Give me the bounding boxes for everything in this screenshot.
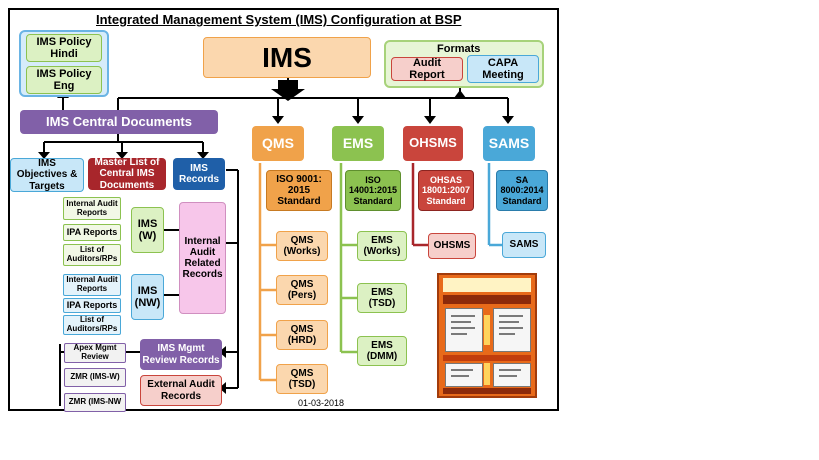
nw-ipa-reports[interactable]: IPA Reports [63,298,121,313]
ems-dmm[interactable]: EMS (DMM) [357,336,407,366]
master-list-central-docs[interactable]: Master List of Central IMS Documents [88,157,166,191]
qms-hrd[interactable]: QMS (HRD) [276,320,328,350]
external-audit-records[interactable]: External Audit Records [140,375,222,406]
w-internal-audit-reports[interactable]: Internal Audit Reports [63,197,121,220]
certificate-image [493,363,531,387]
poster-subheader [443,295,531,304]
zmr-ims-w[interactable]: ZMR (IMS-W) [64,368,126,387]
certificate-image [445,308,483,352]
poster-divider [484,315,490,345]
audit-report-format[interactable]: Audit Report [391,57,463,81]
apex-mgmt-review[interactable]: Apex Mgmt Review [64,343,126,363]
ems-header[interactable]: EMS [332,126,384,161]
ims-policy-eng[interactable]: IMS Policy Eng [26,66,102,94]
ims-w[interactable]: IMS (W) [131,207,164,253]
poster-band [443,355,531,361]
ims-poster-image [437,273,537,398]
ims-main-box[interactable]: IMS [203,37,371,78]
ems-works[interactable]: EMS (Works) [357,231,407,261]
sams-header[interactable]: SAMS [483,126,535,161]
qms-pers[interactable]: QMS (Pers) [276,275,328,305]
qms-header[interactable]: QMS [252,126,304,161]
ems-tsd[interactable]: EMS (TSD) [357,283,407,313]
certificate-image [493,308,531,352]
qms-standard[interactable]: ISO 9001: 2015 Standard [266,170,332,211]
ohsms-standard[interactable]: OHSAS 18001:2007 Standard [418,170,474,211]
diagram-date: 01-03-2018 [298,398,345,408]
ems-standard[interactable]: ISO 14001:2015 Standard [345,170,401,211]
certificate-image [445,363,483,387]
w-ipa-reports[interactable]: IPA Reports [63,224,121,241]
ohsms-header[interactable]: OHSMS [403,126,463,161]
sams-item[interactable]: SAMS [502,232,546,258]
ims-nw[interactable]: IMS (NW) [131,274,164,320]
ims-central-documents[interactable]: IMS Central Documents [20,110,218,134]
ims-objectives-targets[interactable]: IMS Objectives & Targets [10,158,84,192]
formats-label: Formats [437,43,481,55]
poster-divider [484,363,490,385]
nw-internal-audit-reports[interactable]: Internal Audit Reports [63,274,121,296]
poster-footer [443,388,531,394]
ims-mgmt-review-records[interactable]: IMS Mgmt Review Records [140,339,222,370]
ims-policy-hindi[interactable]: IMS Policy Hindi [26,34,102,62]
ohsms-item[interactable]: OHSMS [428,233,476,259]
capa-meeting-format[interactable]: CAPA Meeting [467,55,539,83]
poster-header [443,278,531,292]
nw-list-auditors[interactable]: List of Auditors/RPs [63,315,121,335]
ims-records[interactable]: IMS Records [173,158,225,190]
zmr-ims-nw[interactable]: ZMR (IMS-NW [64,393,126,412]
sams-standard[interactable]: SA 8000:2014 Standard [496,170,548,211]
page-title: Integrated Management System (IMS) Confi… [96,12,462,27]
w-list-auditors[interactable]: List of Auditors/RPs [63,244,121,266]
internal-audit-related-records[interactable]: Internal Audit Related Records [179,202,226,314]
qms-works[interactable]: QMS (Works) [276,231,328,261]
qms-tsd[interactable]: QMS (TSD) [276,364,328,394]
